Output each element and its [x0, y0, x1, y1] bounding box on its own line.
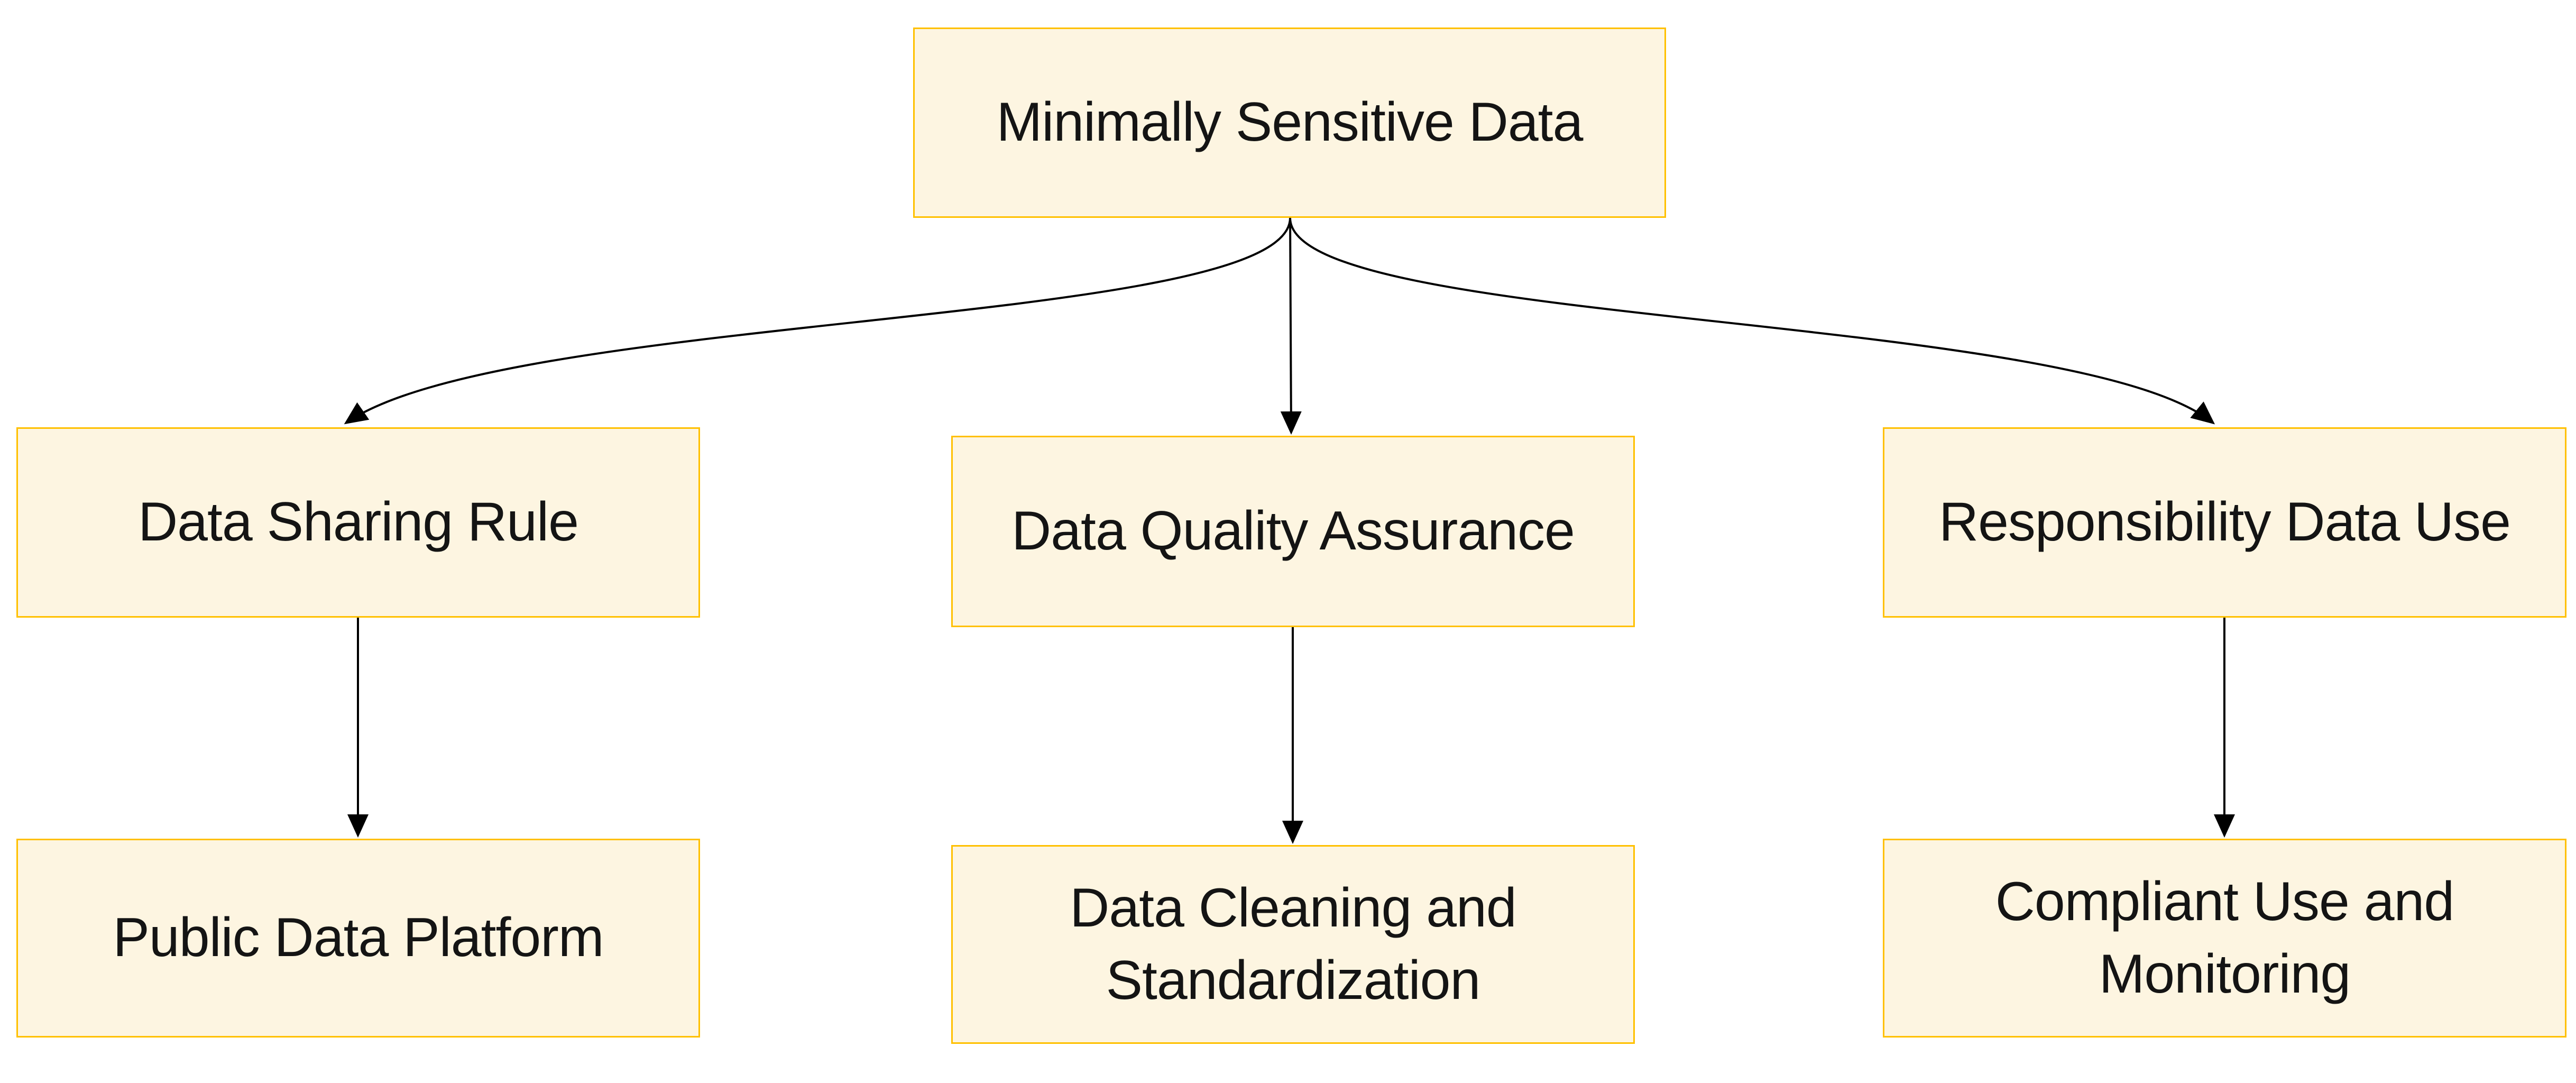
node-label: Data Quality Assurance [1011, 500, 1575, 562]
node-minimally-sensitive-data: Minimally Sensitive Data [913, 27, 1666, 218]
connector-root-to-mid3 [1289, 217, 2215, 425]
node-public-data-platform: Public Data Platform [16, 839, 700, 1038]
node-label: Responsibility Data Use [1938, 491, 2511, 553]
node-responsibility-data-use: Responsibility Data Use [1883, 427, 2566, 618]
node-label: Public Data Platform [113, 907, 604, 969]
connector-root-to-mid1 [344, 217, 1291, 425]
connector-root-to-mid2 [1280, 217, 1302, 435]
node-data-quality-assurance: Data Quality Assurance [951, 436, 1635, 627]
node-label: Minimally Sensitive Data [996, 91, 1584, 153]
node-label: Compliant Use and Monitoring [1995, 870, 2454, 1005]
node-compliant-use-and-monitoring: Compliant Use and Monitoring [1883, 839, 2566, 1038]
node-label: Data Cleaning and Standardization [1070, 877, 1517, 1011]
node-data-sharing-rule: Data Sharing Rule [16, 427, 700, 618]
node-label: Data Sharing Rule [138, 491, 579, 553]
node-data-cleaning-and-standardization: Data Cleaning and Standardization [951, 845, 1635, 1044]
